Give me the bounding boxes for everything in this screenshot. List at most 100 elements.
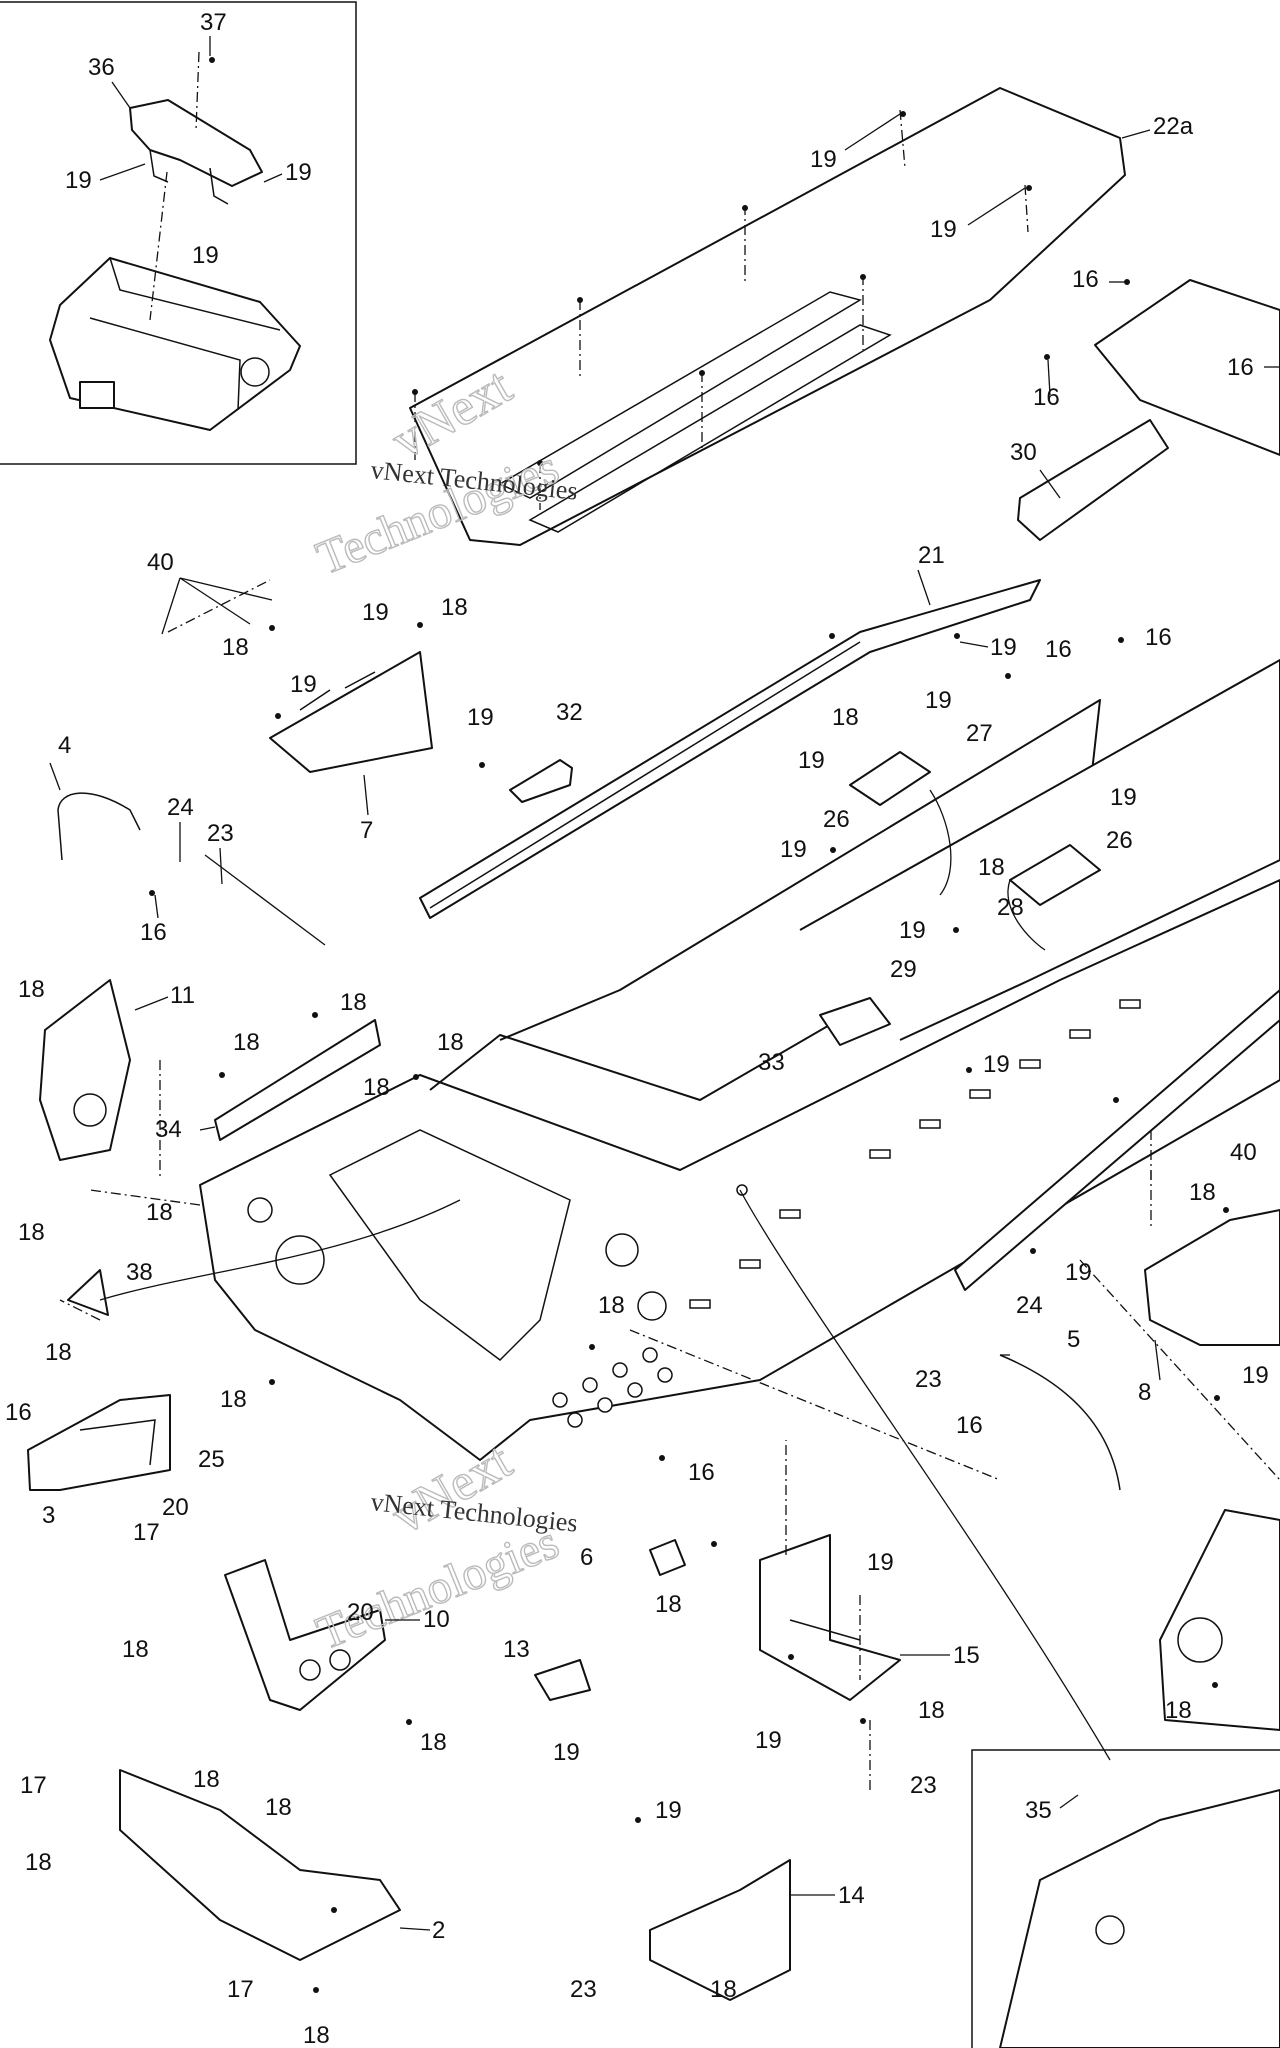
callout-38: 38 — [126, 1259, 153, 1286]
callout-18: 18 — [45, 1339, 72, 1366]
inset-bottom-right — [971, 1749, 1280, 2048]
callout-19: 19 — [192, 242, 219, 269]
callout-18: 18 — [265, 1794, 292, 1821]
callouts: 37 36 19 19 19 22a 19 19 16 16 16 30 40 … — [5, 9, 1269, 2048]
bracket-33 — [819, 997, 891, 1046]
callout-4: 4 — [58, 732, 71, 759]
callout-22a: 22a — [1153, 113, 1194, 140]
plate-11 — [39, 979, 131, 1161]
callout-18: 18 — [918, 1697, 945, 1724]
callout-18: 18 — [193, 1766, 220, 1793]
callout-18: 18 — [18, 976, 45, 1003]
callout-19: 19 — [1242, 1362, 1269, 1389]
callout-18: 18 — [437, 1029, 464, 1056]
callout-19: 19 — [362, 599, 389, 626]
callout-18: 18 — [598, 1292, 625, 1319]
tunnel-cover-22a — [409, 87, 1126, 546]
callout-26: 26 — [823, 806, 850, 833]
callout-19: 19 — [755, 1727, 782, 1754]
callout-13: 13 — [503, 1636, 530, 1663]
callout-19: 19 — [780, 836, 807, 863]
callout-19: 19 — [930, 216, 957, 243]
callout-16: 16 — [1045, 636, 1072, 663]
callout-35: 35 — [1025, 1797, 1052, 1824]
callout-19: 19 — [899, 917, 926, 944]
callout-27: 27 — [966, 720, 993, 747]
callout-18: 18 — [832, 704, 859, 731]
part-30 — [1017, 419, 1169, 541]
bracket-32 — [509, 759, 573, 803]
callout-18: 18 — [233, 1029, 260, 1056]
callout-16: 16 — [1033, 384, 1060, 411]
callout-18: 18 — [1165, 1697, 1192, 1724]
callout-23: 23 — [910, 1772, 937, 1799]
callout-18: 18 — [18, 1219, 45, 1246]
chassis-main — [199, 659, 1280, 1461]
callout-34: 34 — [155, 1116, 182, 1143]
callout-17: 17 — [133, 1519, 160, 1546]
right-bracket-lower — [1159, 1509, 1280, 1731]
callout-16: 16 — [1145, 624, 1172, 651]
callout-18: 18 — [420, 1729, 447, 1756]
track-slots — [689, 999, 1141, 1309]
callout-36: 36 — [88, 54, 115, 81]
callout-21: 21 — [918, 542, 945, 569]
bracket-28 — [1009, 844, 1101, 906]
callout-14: 14 — [838, 1882, 865, 1909]
callout-19: 19 — [290, 671, 317, 698]
foot-holes — [552, 1347, 673, 1428]
callout-19: 19 — [1065, 1259, 1092, 1286]
callout-18: 18 — [340, 989, 367, 1016]
callout-19: 19 — [990, 634, 1017, 661]
callout-19: 19 — [810, 146, 837, 173]
callout-24: 24 — [1016, 1292, 1043, 1319]
callout-23: 23 — [207, 820, 234, 847]
callout-19: 19 — [65, 167, 92, 194]
callout-25: 25 — [198, 1446, 225, 1473]
callout-3: 3 — [42, 1502, 55, 1529]
callout-18: 18 — [441, 594, 468, 621]
callout-40: 40 — [1230, 1139, 1257, 1166]
callout-15: 15 — [953, 1642, 980, 1669]
part-2 — [119, 1769, 401, 1961]
callout-19: 19 — [983, 1051, 1010, 1078]
assembly-lines — [59, 109, 1280, 1790]
callout-17: 17 — [20, 1772, 47, 1799]
callout-17: 17 — [227, 1976, 254, 2003]
callout-32: 32 — [556, 699, 583, 726]
callout-18: 18 — [122, 1636, 149, 1663]
callout-8: 8 — [1138, 1379, 1151, 1406]
handle-4 — [57, 792, 141, 861]
callout-16: 16 — [688, 1459, 715, 1486]
part-38 — [67, 1269, 109, 1316]
callout-16: 16 — [1072, 266, 1099, 293]
callout-18: 18 — [222, 634, 249, 661]
callout-19: 19 — [467, 704, 494, 731]
callout-5: 5 — [1067, 1326, 1080, 1353]
callout-20: 20 — [162, 1494, 189, 1521]
callout-18: 18 — [710, 1976, 737, 2003]
callout-19: 19 — [798, 747, 825, 774]
callout-11: 11 — [170, 982, 195, 1009]
bracket-7 — [269, 651, 433, 773]
callout-40: 40 — [147, 549, 174, 576]
callout-19: 19 — [655, 1797, 682, 1824]
callout-23: 23 — [570, 1976, 597, 2003]
bracket-27 — [849, 751, 931, 806]
callout-33: 33 — [758, 1049, 785, 1076]
inset-top-left — [0, 1, 357, 465]
callout-18: 18 — [220, 1386, 247, 1413]
callout-19: 19 — [867, 1549, 894, 1576]
right-rail — [954, 989, 1280, 1291]
bar-34 — [214, 1019, 381, 1141]
callout-leaders — [49, 36, 1280, 1931]
part-3 — [27, 1394, 171, 1491]
callout-2: 2 — [432, 1917, 445, 1944]
callout-18: 18 — [146, 1199, 173, 1226]
callout-20: 20 — [347, 1599, 374, 1626]
callout-16: 16 — [140, 919, 167, 946]
part-6 — [649, 1539, 686, 1576]
part-10 — [224, 1559, 386, 1711]
part-8 — [1144, 1209, 1280, 1346]
